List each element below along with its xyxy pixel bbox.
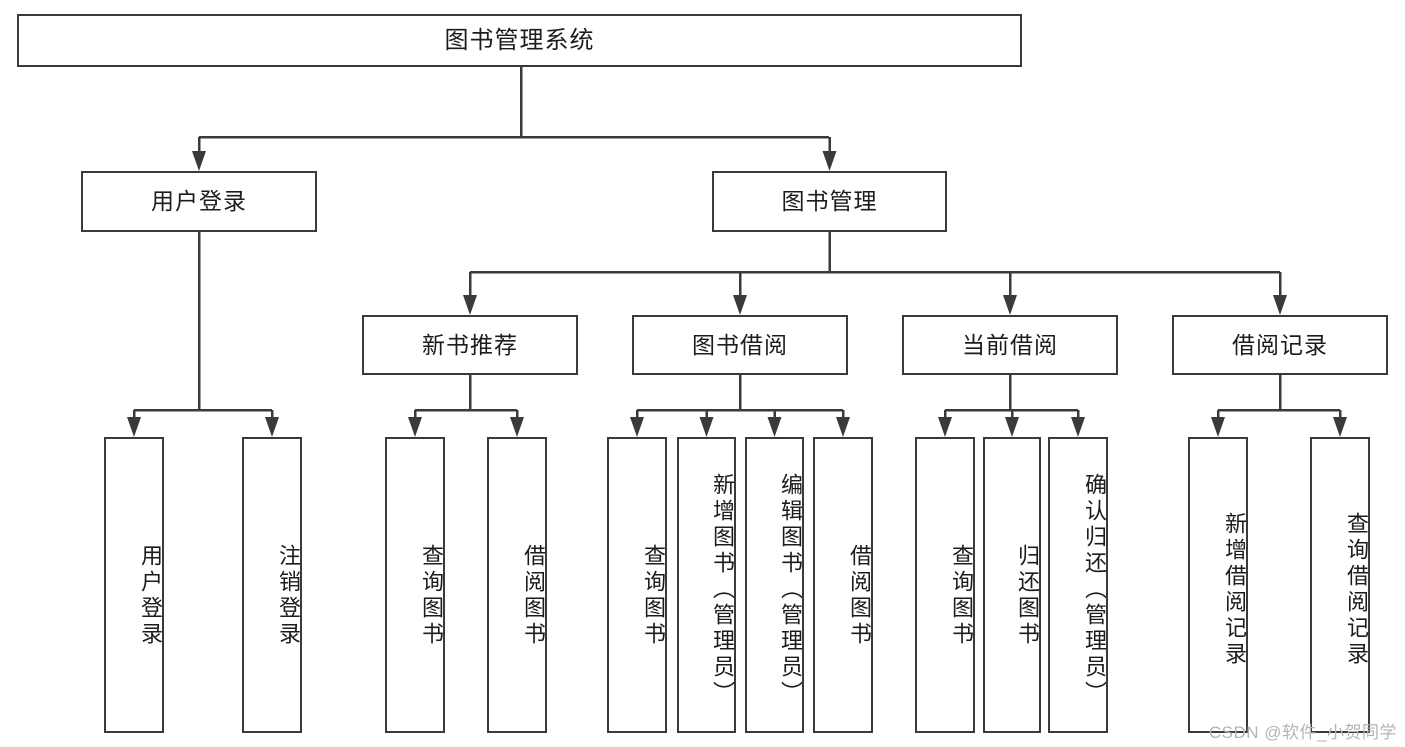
node-leaf-query-book-rec[interactable]: 查询图书 — [385, 437, 445, 733]
node-leaf-query-borrow-record[interactable]: 查询借阅记录 — [1310, 437, 1370, 733]
node-leaf-borrow-book[interactable]: 借阅图书 — [813, 437, 873, 733]
node-label: 新书推荐 — [422, 331, 518, 358]
watermark-credit: CSDN @软件_小贺同学 — [1208, 723, 1397, 742]
node-label: 图书借阅 — [692, 331, 788, 358]
node-label: 编辑图书（管理员） — [778, 473, 803, 707]
node-label: 查询图书 — [641, 544, 666, 648]
node-current-borrowing[interactable]: 当前借阅 — [902, 315, 1118, 375]
node-label: 查询图书 — [949, 544, 974, 648]
node-book-management[interactable]: 图书管理 — [712, 171, 947, 232]
node-label: 新增借阅记录 — [1222, 512, 1247, 668]
node-label: 图书管理系统 — [444, 26, 595, 54]
node-label: 借阅记录 — [1232, 331, 1328, 358]
node-label: 新增图书（管理员） — [710, 473, 735, 707]
node-label: 图书管理 — [781, 188, 878, 215]
node-leaf-add-borrow-record[interactable]: 新增借阅记录 — [1188, 437, 1248, 733]
node-label: 借阅图书 — [847, 544, 872, 648]
node-root-book-management-system[interactable]: 图书管理系统 — [17, 14, 1022, 67]
node-label: 查询图书 — [419, 544, 444, 648]
node-leaf-confirm-return-admin[interactable]: 确认归还（管理员） — [1048, 437, 1108, 733]
node-leaf-user-logout[interactable]: 注销登录 — [242, 437, 302, 733]
node-book-borrowing[interactable]: 图书借阅 — [632, 315, 848, 375]
node-label: 查询借阅记录 — [1344, 512, 1369, 668]
node-leaf-query-book-borrow[interactable]: 查询图书 — [607, 437, 667, 733]
node-label: 用户登录 — [151, 188, 247, 215]
node-label: 归还图书 — [1015, 544, 1040, 648]
node-leaf-return-book[interactable]: 归还图书 — [983, 437, 1041, 733]
node-label: 用户登录 — [138, 544, 163, 648]
node-label: 当前借阅 — [962, 331, 1058, 358]
node-leaf-query-book-current[interactable]: 查询图书 — [915, 437, 975, 733]
node-leaf-add-book-admin[interactable]: 新增图书（管理员） — [677, 437, 736, 733]
node-label: 借阅图书 — [521, 544, 546, 648]
node-leaf-edit-book-admin[interactable]: 编辑图书（管理员） — [745, 437, 804, 733]
node-leaf-borrow-book-rec[interactable]: 借阅图书 — [487, 437, 547, 733]
node-new-book-recommendation[interactable]: 新书推荐 — [362, 315, 578, 375]
node-label: 确认归还（管理员） — [1082, 473, 1107, 707]
node-leaf-user-login[interactable]: 用户登录 — [104, 437, 164, 733]
node-borrowing-record[interactable]: 借阅记录 — [1172, 315, 1388, 375]
node-label: 注销登录 — [276, 544, 301, 648]
node-user-login[interactable]: 用户登录 — [81, 171, 317, 232]
